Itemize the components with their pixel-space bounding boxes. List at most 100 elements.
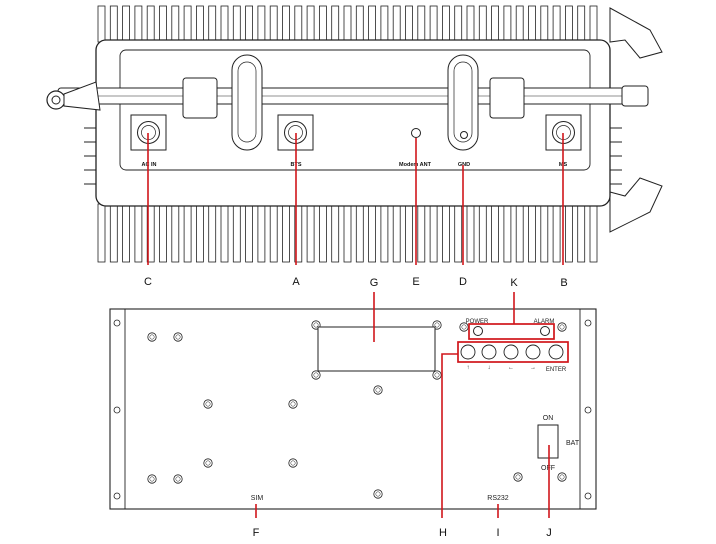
cooling-fin xyxy=(159,5,167,43)
mounting-hole xyxy=(584,319,592,327)
cooling-fin xyxy=(195,5,204,43)
callout-f: F xyxy=(253,527,260,539)
panel-screw-inner xyxy=(434,372,440,378)
cooling-fin xyxy=(306,5,315,43)
cooling-fin xyxy=(515,203,524,263)
cooling-fin xyxy=(491,5,500,43)
panel-screw xyxy=(432,370,442,380)
callout-line-h xyxy=(441,353,458,518)
cooling-fin xyxy=(122,203,130,263)
cooling-fin xyxy=(417,5,426,43)
cooling-fin xyxy=(245,203,254,263)
cooling-fin xyxy=(183,5,192,43)
panel-screw-inner xyxy=(515,474,521,480)
cooling-fin xyxy=(183,203,192,263)
panel-screw xyxy=(203,399,213,409)
cooling-fin xyxy=(392,5,401,43)
panel-screw xyxy=(147,332,157,342)
arrow-up-label: ↑ xyxy=(467,365,470,371)
cooling-fin xyxy=(565,5,573,43)
cooling-fin xyxy=(109,5,118,43)
oval-slot-right-inner xyxy=(453,61,473,143)
rs232-label: RS232 xyxy=(487,495,509,502)
panel-screw xyxy=(373,489,383,499)
cooling-fin xyxy=(565,203,573,263)
panel-screw-inner xyxy=(461,324,467,330)
panel-screw-inner xyxy=(290,460,296,466)
panel-screw-inner xyxy=(313,372,319,378)
cooling-fin xyxy=(171,203,180,263)
cooling-fin xyxy=(355,5,364,43)
cooling-fin xyxy=(355,203,364,263)
switch-off-label: OFF xyxy=(541,465,555,472)
keypad-buttons xyxy=(460,344,564,360)
cooling-fin xyxy=(282,5,290,43)
panel-screw-inner xyxy=(290,401,296,407)
unit-body-inner xyxy=(119,49,591,171)
callout-d: D xyxy=(459,276,467,288)
panel-screw xyxy=(173,474,183,484)
alarm-led xyxy=(540,326,550,336)
cooling-fin xyxy=(552,203,561,263)
cooling-fin xyxy=(343,203,352,263)
lcd-window xyxy=(317,326,436,372)
cooling-fin xyxy=(318,203,327,263)
callout-i: I xyxy=(496,527,499,539)
oval-slot-left-inner xyxy=(237,61,257,143)
latch-arm xyxy=(63,81,101,111)
cooling-fin xyxy=(109,203,118,263)
cooling-fin xyxy=(540,203,549,263)
cooling-fin xyxy=(134,203,143,263)
keypad-key xyxy=(525,344,541,360)
cooling-fin xyxy=(97,203,106,263)
switch-on-label: ON xyxy=(543,415,554,422)
cooling-fin xyxy=(331,5,340,43)
cooling-fin xyxy=(528,203,536,263)
cooling-fin xyxy=(478,5,487,43)
cooling-fin xyxy=(466,5,475,43)
arrow-right-label: → xyxy=(530,365,536,371)
cooling-fin xyxy=(343,5,352,43)
ac-in-label: AC IN xyxy=(142,162,157,168)
cooling-fin xyxy=(528,5,536,43)
cooling-fin xyxy=(392,203,401,263)
oval-slot-right xyxy=(447,54,479,151)
modem-ant-port xyxy=(411,128,421,138)
cooling-fin xyxy=(232,5,241,43)
cooling-fin xyxy=(195,203,204,263)
cooling-fin xyxy=(171,5,180,43)
battery-switch xyxy=(537,424,559,459)
cooling-fin xyxy=(269,203,278,263)
panel-screw-inner xyxy=(313,322,319,328)
cooling-fin xyxy=(503,203,512,263)
enter-label: ENTER xyxy=(546,367,567,373)
latch-knob-inner xyxy=(51,95,61,105)
unit-body-outer xyxy=(95,39,611,207)
cooling-fin xyxy=(515,5,524,43)
cooling-fin xyxy=(208,203,217,263)
panel-screw-inner xyxy=(375,491,381,497)
cooling-fin xyxy=(405,5,413,43)
cooling-fin xyxy=(405,203,413,263)
cooling-fin xyxy=(146,5,155,43)
cooling-fin xyxy=(257,203,266,263)
panel-screw xyxy=(373,385,383,395)
cooling-fin xyxy=(159,203,167,263)
cooling-fin xyxy=(466,203,475,263)
cooling-fin xyxy=(589,203,598,263)
cooling-fin xyxy=(134,5,143,43)
gnd-label: GND xyxy=(458,162,470,168)
arrow-down-label: ↓ xyxy=(488,365,491,371)
mounting-hole xyxy=(584,406,592,414)
arrow-left-label: ← xyxy=(508,365,514,371)
cooling-fin xyxy=(331,203,340,263)
panel-screw xyxy=(557,322,567,332)
keypad-key xyxy=(503,344,519,360)
panel-screw xyxy=(311,370,321,380)
alarm-label: ALARM xyxy=(534,319,555,325)
handle-clamp-right xyxy=(489,77,525,119)
panel-screw xyxy=(203,458,213,468)
panel-screw xyxy=(557,472,567,482)
cooling-fin xyxy=(552,5,561,43)
